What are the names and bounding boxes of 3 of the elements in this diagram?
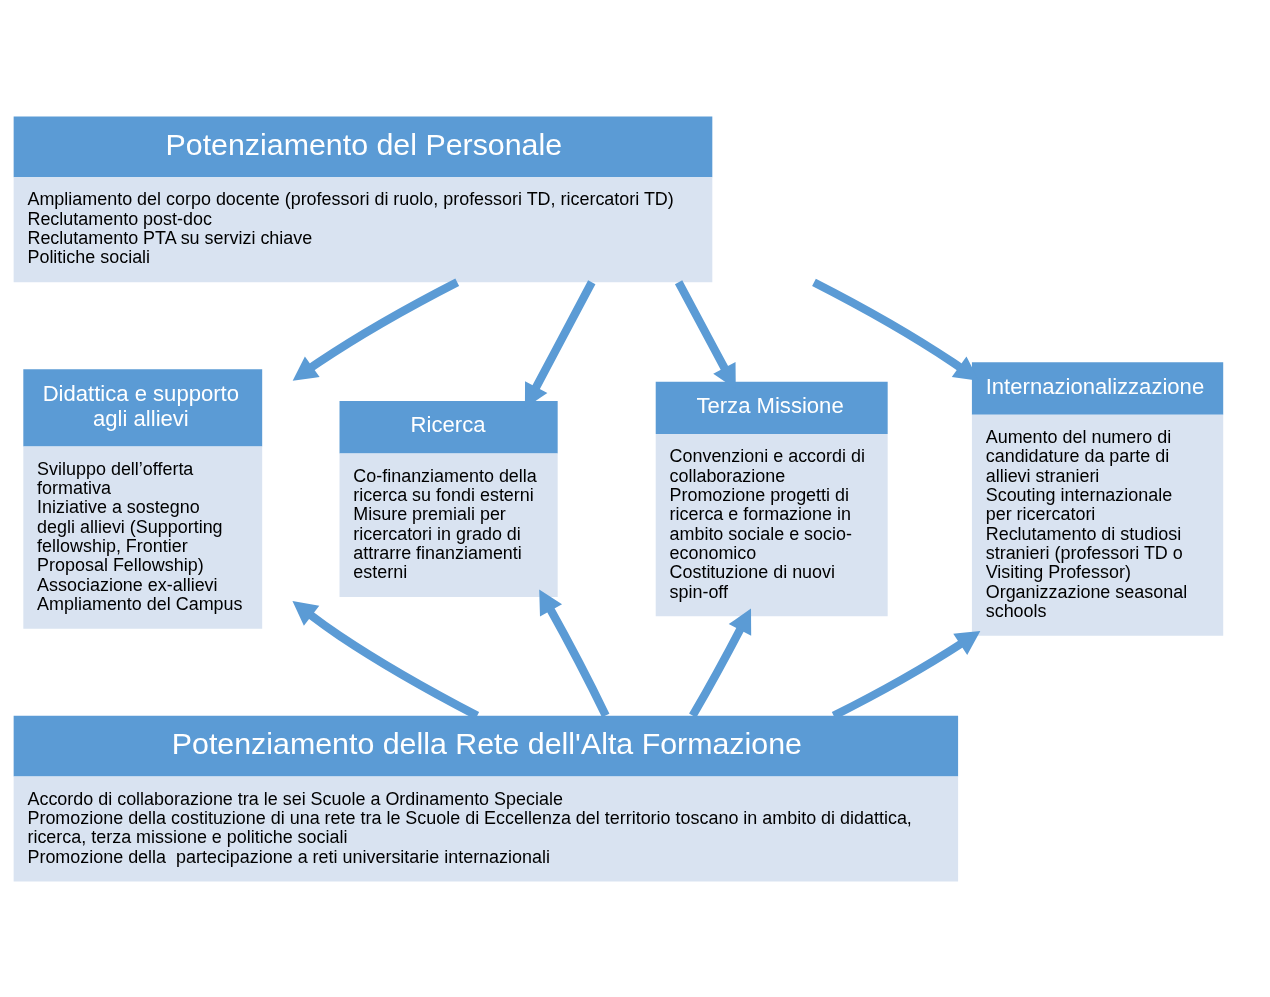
arrow — [292, 278, 460, 381]
arrow — [292, 600, 480, 719]
arrow — [831, 630, 981, 719]
